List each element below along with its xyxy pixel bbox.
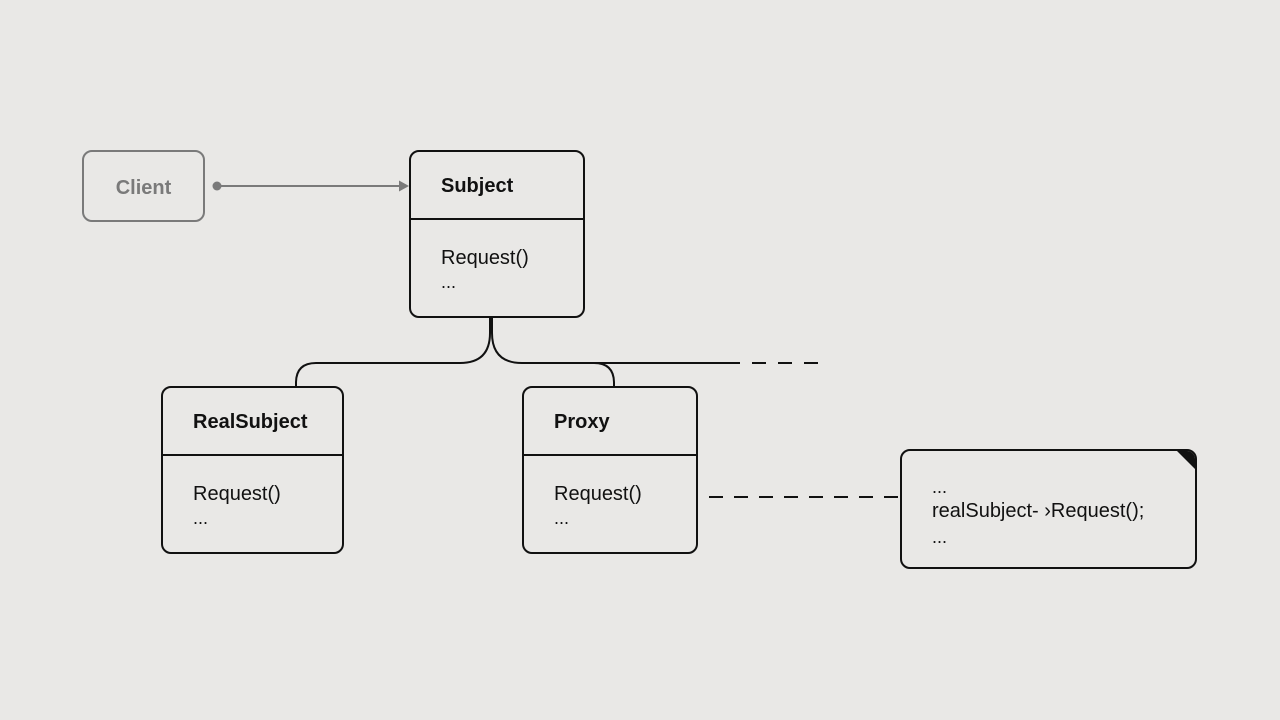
note-line-2: realSubject- ›Request(); <box>932 500 1145 522</box>
proxy-class-box[interactable]: Proxy Request() ... <box>522 386 698 554</box>
note-line-3: ... <box>932 527 948 547</box>
proxy-class-name: Proxy <box>554 411 610 433</box>
realsubject-header: RealSubject <box>163 388 342 456</box>
subject-operation: Request() <box>441 247 529 269</box>
proxy-operation: Request() <box>554 483 642 505</box>
realsubject-ellipsis: ... <box>193 508 209 528</box>
subject-header: Subject <box>411 152 583 220</box>
proxy-header: Proxy <box>524 388 696 456</box>
proxy-ellipsis: ... <box>554 508 570 528</box>
proxy-note-connector <box>667 488 900 506</box>
realsubject-class-box[interactable]: RealSubject Request() ... <box>161 386 344 554</box>
realsubject-operation: Request() <box>193 483 281 505</box>
inheritance-lines <box>295 318 830 386</box>
note-folded-corner <box>1175 451 1195 471</box>
client-to-subject-arrow <box>212 180 409 192</box>
client-label: Client <box>115 177 172 199</box>
subject-class-name: Subject <box>441 175 514 197</box>
implementation-note[interactable]: ... realSubject- ›Request(); ... <box>900 449 1197 569</box>
realsubject-class-name: RealSubject <box>193 411 308 433</box>
client-box[interactable]: Client <box>82 150 205 222</box>
subject-ellipsis: ... <box>441 272 457 292</box>
note-line-1: ... <box>932 477 948 497</box>
subject-class-box[interactable]: Subject Request() ... <box>409 150 585 318</box>
